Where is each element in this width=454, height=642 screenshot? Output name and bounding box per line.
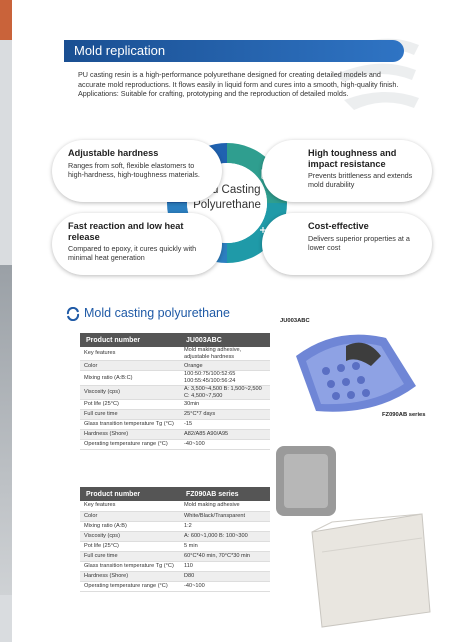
feature-title: High toughness and impact resistance (308, 148, 397, 169)
table-cell-label: Viscosity (cps) (80, 531, 180, 542)
table-cell-value: Mold making adhesive, adjustable hardnes… (180, 347, 270, 362)
refresh-icon (66, 307, 80, 321)
table-header-cell: FZ090AB series (180, 487, 270, 501)
table-header-cell: JU003ABC (180, 333, 270, 347)
table-cell-value: -40~100 (180, 439, 270, 451)
table-header-cell: Product number (80, 487, 180, 501)
page-title: Mold replication (74, 43, 166, 58)
table-cell-label: Full cure time (80, 409, 180, 421)
left-decor-strip-lower (0, 265, 12, 595)
table-cell-value: A: 600~1,000 B: 100~300 (180, 531, 270, 542)
table-cell-label: Viscosity (cps) (80, 385, 180, 401)
table-cell-label: Glass transition temperature Tg (°C) (80, 561, 180, 572)
table-cell-label: Operating temperature range (°C) (80, 439, 180, 451)
table-row: Operating temperature range (°C)-40~100 (80, 581, 270, 592)
table-row: Mixing ratio (A:B)1:2 (80, 521, 270, 532)
photo-label-fz090ab: FZ090AB series (382, 412, 426, 418)
table-header-cell: Product number (80, 333, 180, 347)
feature-desc: Prevents brittleness and extends mold du… (308, 171, 413, 190)
table-row: Hardness (Shore)A82/A85 A90/A95 (80, 429, 270, 441)
feature-desc: Compared to epoxy, it cures quickly with… (68, 244, 197, 263)
feature-card-fast-reaction: Fast reaction and low heat release Compa… (52, 213, 222, 275)
table-cell-value: -40~100 (180, 581, 270, 592)
table-cell-value: D80 (180, 571, 270, 582)
table-row: Viscosity (cps)A: 3,500~4,500 B: 1,500~2… (80, 385, 270, 401)
enclosure-photo (272, 442, 434, 632)
table-cell-label: Key features (80, 501, 180, 512)
table-cell-value: A: 3,500~4,500 B: 1,500~2,500 C: 4,500~7… (180, 385, 270, 401)
table-cell-value: 5 min (180, 541, 270, 552)
table-row: Glass transition temperature Tg (°C)110 (80, 561, 270, 572)
feature-title: Adjustable hardness (68, 148, 159, 158)
table-cell-label: Pot life (25°C) (80, 541, 180, 552)
table-cell-label: Glass transition temperature Tg (°C) (80, 419, 180, 431)
feature-desc: Delivers superior properties at a lower … (308, 233, 410, 252)
table-cell-value: 1:2 (180, 521, 270, 532)
table-cell-label: Mixing ratio (A:B:C) (80, 370, 180, 386)
center-title-line2: Polyurethane (193, 198, 261, 211)
table-cell-value: 60°C*40 min, 70°C*30 min (180, 551, 270, 562)
mold-photo-blue (276, 316, 426, 426)
table-cell-value: -15 (180, 419, 270, 431)
section-title: Mold casting polyurethane (84, 306, 230, 320)
feature-card-high-toughness: High toughness and impact resistance Pre… (262, 140, 432, 202)
table-cell-label: Key features (80, 347, 180, 362)
table-cell-value: 100:50:75/100:52:65 100:55:45/100:56:24 (180, 370, 270, 386)
table-cell-value: A82/A85 A90/A95 (180, 429, 270, 441)
intro-text: PU casting resin is a high-performance p… (78, 70, 399, 89)
feature-card-adjustable-hardness: Adjustable hardness Ranges from soft, fl… (52, 140, 222, 202)
table-row: Pot life (25°C)30min (80, 399, 270, 411)
table-row: Glass transition temperature Tg (°C)-15 (80, 419, 270, 431)
intro-applications: Applications: Suitable for crafting, pro… (78, 89, 349, 99)
section-header-bar: Mold replication (64, 40, 404, 62)
table-cell-value: White/Black/Transparent (180, 511, 270, 522)
feature-card-cost-effective: Cost-effective Delivers superior propert… (262, 213, 432, 275)
table-cell-value: Orange (180, 360, 270, 372)
table-cell-label: Pot life (25°C) (80, 399, 180, 411)
table-cell-label: Full cure time (80, 551, 180, 562)
table-row: Pot life (25°C)5 min (80, 541, 270, 552)
table-row: Operating temperature range (°C)-40~100 (80, 439, 270, 451)
table-row: Mixing ratio (A:B:C)100:50:75/100:52:65 … (80, 370, 270, 386)
spec-table-fz090ab: Product number FZ090AB series Key featur… (80, 487, 270, 592)
photo-label-ju003abc: JU003ABC (280, 318, 310, 324)
table-row: Viscosity (cps)A: 600~1,000 B: 100~300 (80, 531, 270, 542)
table-row: Hardness (Shore)D80 (80, 571, 270, 582)
feature-title: Fast reaction and low heat release (68, 221, 184, 242)
table-cell-label: Operating temperature range (°C) (80, 581, 180, 592)
feature-desc: Ranges from soft, flexible elastomers to… (68, 160, 200, 179)
feature-title: Cost-effective (308, 221, 369, 231)
table-cell-value: 30min (180, 399, 270, 411)
table-cell-label: Hardness (Shore) (80, 571, 180, 582)
table-cell-label: Color (80, 511, 180, 522)
intro-paragraph: PU casting resin is a high-performance p… (78, 70, 408, 99)
table-cell-label: Mixing ratio (A:B) (80, 521, 180, 532)
table-cell-label: Color (80, 360, 180, 372)
table-cell-value: 110 (180, 561, 270, 572)
table-cell-value: 25°C*7 days (180, 409, 270, 421)
table-cell-value: Mold making adhesive (180, 501, 270, 512)
table-cell-label: Hardness (Shore) (80, 429, 180, 441)
